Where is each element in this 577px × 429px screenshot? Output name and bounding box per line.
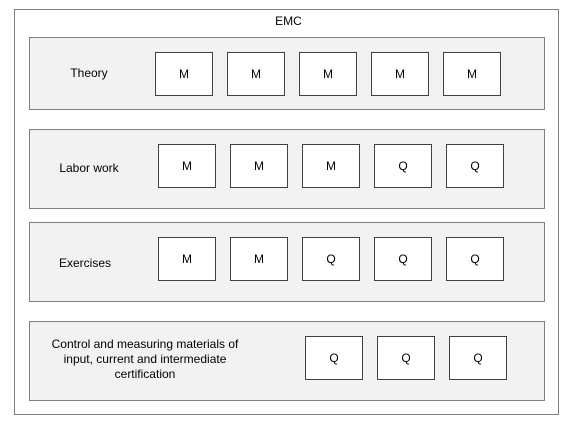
box-control-3: Q — [449, 336, 507, 380]
box-labor-5: Q — [446, 144, 504, 188]
row-label-theory: Theory — [70, 66, 108, 80]
box-labor-2: M — [230, 144, 288, 188]
row-label-exercises: Exercises — [58, 256, 111, 270]
box-exercises-1: M — [158, 237, 216, 281]
row-label-labor-work: Labor work — [59, 161, 119, 175]
row-labor-work: Labor work M M M Q Q — [29, 129, 545, 209]
box-labor-4: Q — [374, 144, 432, 188]
row-theory: Theory M M M M M — [29, 37, 545, 110]
box-exercises-5: Q — [446, 237, 504, 281]
box-labor-3: M — [302, 144, 360, 188]
row-control-materials: Control and measuring materials of input… — [29, 321, 545, 401]
row-label-control-materials: Control and measuring materials of input… — [51, 337, 239, 381]
box-exercises-4: Q — [374, 237, 432, 281]
box-theory-2: M — [227, 52, 285, 96]
row-exercises: Exercises M M Q Q Q — [29, 222, 545, 302]
box-exercises-2: M — [230, 237, 288, 281]
diagram-title: EMC — [275, 14, 302, 28]
box-control-1: Q — [305, 336, 363, 380]
box-theory-5: M — [443, 52, 501, 96]
box-theory-4: M — [371, 52, 429, 96]
box-theory-3: M — [299, 52, 357, 96]
box-theory-1: M — [155, 52, 213, 96]
box-exercises-3: Q — [302, 237, 360, 281]
box-control-2: Q — [377, 336, 435, 380]
box-labor-1: M — [158, 144, 216, 188]
